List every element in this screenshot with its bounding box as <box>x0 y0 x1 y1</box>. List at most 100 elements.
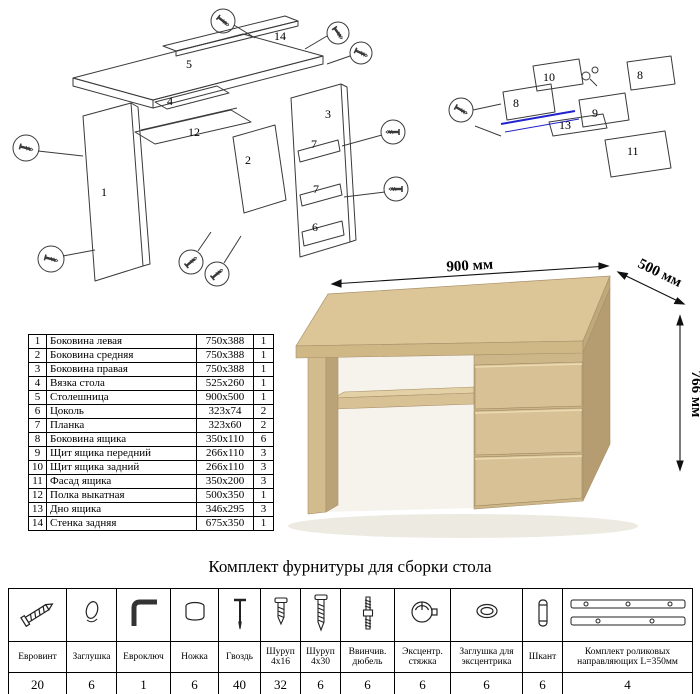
part-num: 8 <box>28 432 47 447</box>
part-number-label: 7 <box>311 137 317 151</box>
part-number-label: 2 <box>245 153 251 167</box>
part-qty: 1 <box>253 376 274 391</box>
part-num: 12 <box>28 488 47 503</box>
wood-dowel-icon <box>537 598 548 627</box>
nail-icon <box>234 598 246 629</box>
hardware-qty: 1 <box>116 672 171 694</box>
part-size: 346x295 <box>196 502 254 517</box>
hardware-name: Заглушка <box>66 641 117 673</box>
part-name: Щит ящика передний <box>46 446 197 461</box>
depth-dimension-label: 500 мм <box>635 256 684 291</box>
part-number-label: 6 <box>312 220 318 234</box>
part-size: 900x500 <box>196 390 254 405</box>
part-number-label: 7 <box>313 182 319 196</box>
part-name: Дно ящика <box>46 502 197 517</box>
main-exploded-diagram: 14 5 4 12 2 1 3 7 7 6 <box>12 8 409 287</box>
part-num: 10 <box>28 460 47 475</box>
hardware-qty: 6 <box>522 672 563 694</box>
hardware-qty: 6 <box>66 672 117 694</box>
hardware-icon-cell <box>300 588 341 642</box>
hardware-icon-cell <box>170 588 219 642</box>
part-qty: 3 <box>253 502 274 517</box>
hardware-icon-cell <box>394 588 451 642</box>
hardware-qty: 6 <box>394 672 451 694</box>
part-name: Фасад ящика <box>46 474 197 489</box>
dowel-screw-icon <box>362 595 373 630</box>
hardware-qty: 6 <box>170 672 219 694</box>
part-size: 750x388 <box>196 348 254 363</box>
hardware-icon-cell <box>8 588 67 642</box>
part-size: 675x350 <box>196 516 254 531</box>
part-qty: 6 <box>253 432 274 447</box>
part-size: 750x388 <box>196 334 254 349</box>
part-name: Боковина левая <box>46 334 197 349</box>
part-num: 6 <box>28 404 47 419</box>
part-size: 525x260 <box>196 376 254 391</box>
part-qty: 1 <box>253 334 274 349</box>
desk-body <box>288 275 638 538</box>
part-qty: 3 <box>253 474 274 489</box>
part-name: Цоколь <box>46 404 197 419</box>
drawer-slides-icon <box>570 599 685 625</box>
part-name: Боковина ящика <box>46 432 197 447</box>
part-size: 750x388 <box>196 362 254 377</box>
hardware-name: Гвоздь <box>218 641 261 673</box>
part-size: 266x110 <box>196 460 254 475</box>
hardware-name: Эксцентр. стяжка <box>394 641 451 673</box>
drawer-parts-linework <box>448 55 676 178</box>
hardware-qty: 40 <box>218 672 261 694</box>
part-qty: 3 <box>253 460 274 475</box>
part-name: Столешница <box>46 390 197 405</box>
hardware-name: Евровинт <box>8 641 67 673</box>
part-qty: 2 <box>253 418 274 433</box>
part-number-label: 11 <box>627 144 639 158</box>
height-dimension-label: 766 мм <box>688 371 700 418</box>
cam-cap-icon <box>475 603 498 618</box>
hardware-name: Заглушка для эксцентрика <box>450 641 523 673</box>
part-num: 3 <box>28 362 47 377</box>
part-num: 14 <box>28 516 47 531</box>
foot-icon <box>184 601 205 621</box>
drawer-exploded-diagram: 10 8 8 9 13 11 <box>448 55 676 178</box>
dimension-arrows <box>330 262 686 472</box>
hardware-qty: 32 <box>260 672 301 694</box>
desk-render: 900 мм 500 мм 766 мм <box>288 256 700 538</box>
width-dimension-label: 900 мм <box>446 257 494 276</box>
euro-screw-icon <box>19 602 54 627</box>
hardware-kit-title: Комплект фурнитуры для сборки стола <box>208 557 492 576</box>
part-name: Боковина правая <box>46 362 197 377</box>
part-number-label: 13 <box>559 118 571 132</box>
hardware-qty: 6 <box>450 672 523 694</box>
hardware-icon-cell <box>522 588 563 642</box>
screw-short-icon <box>273 596 288 625</box>
hardware-name: Шуруп 4х30 <box>300 641 341 673</box>
part-number-label: 3 <box>325 107 331 121</box>
part-number-label: 5 <box>186 57 192 71</box>
part-number-label: 14 <box>274 29 286 43</box>
part-num: 1 <box>28 334 47 349</box>
hardware-qty: 4 <box>562 672 693 694</box>
main-diagram-part-numbers: 14 5 4 12 2 1 3 7 7 6 <box>101 29 331 234</box>
part-name: Планка <box>46 418 197 433</box>
hardware-icon-cell <box>116 588 171 642</box>
hex-key-icon <box>131 599 157 626</box>
part-name: Вязка стола <box>46 376 197 391</box>
part-size: 323x74 <box>196 404 254 419</box>
part-num: 4 <box>28 376 47 391</box>
part-num: 11 <box>28 474 47 489</box>
hardware-name: Евроключ <box>116 641 171 673</box>
part-number-label: 1 <box>101 185 107 199</box>
part-number-label: 8 <box>637 68 643 82</box>
part-size: 500x350 <box>196 488 254 503</box>
part-num: 9 <box>28 446 47 461</box>
part-number-label: 8 <box>513 96 519 110</box>
